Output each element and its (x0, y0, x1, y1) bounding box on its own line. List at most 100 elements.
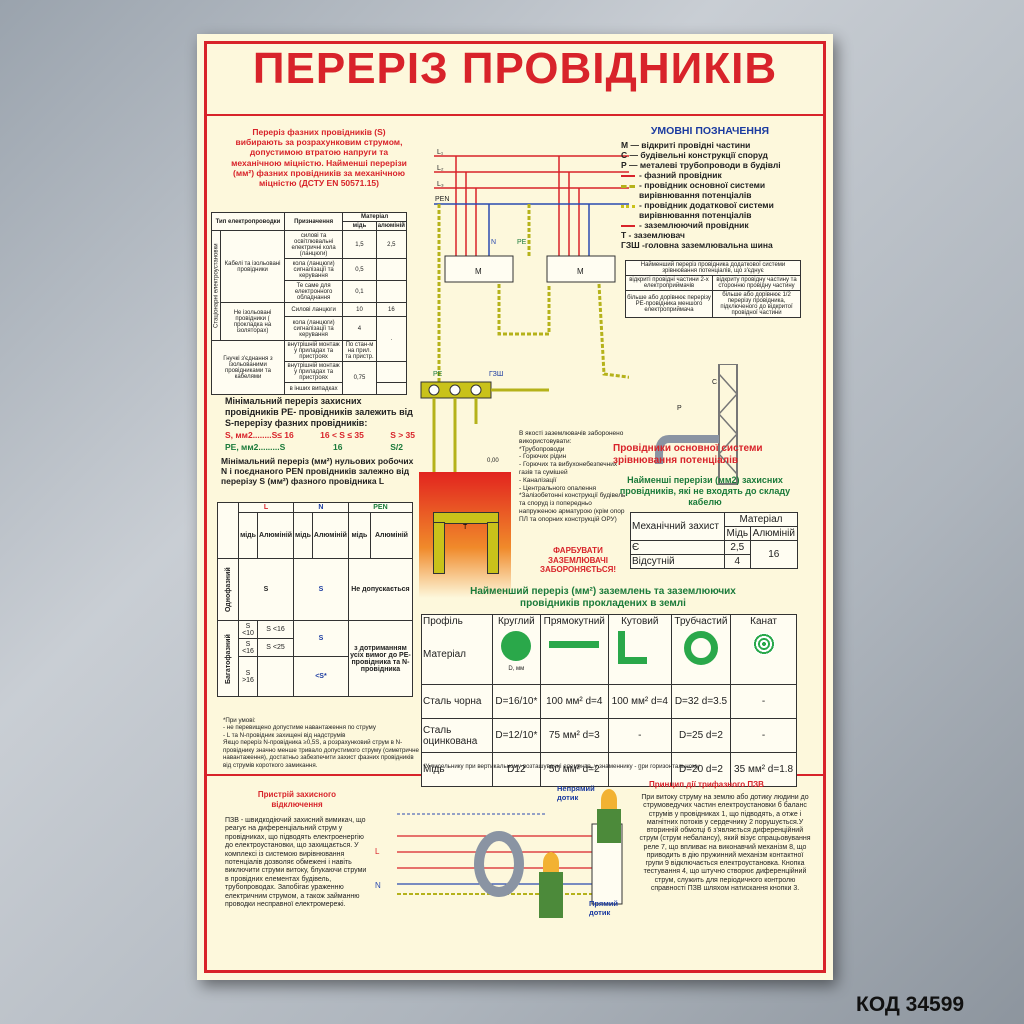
lbl-m1: M (475, 267, 482, 276)
t1-r5c: 4 (342, 316, 377, 341)
lbl-l2: L₂ (437, 165, 444, 172)
t4-r2-c2: 75 мм² d=3 (539, 718, 609, 753)
t4-r2-c1: D=12/10* (492, 718, 541, 753)
t1-r3b: Те саме для електронного обладнання (283, 280, 344, 303)
paint-warning: ФАРБУВАТИ ЗАЗЕМЛЮВАЧІ ЗАБОРОНЯЄТЬСЯ! (539, 546, 617, 575)
t2-r2: S <16 (237, 638, 259, 657)
lbl-gzsh: ГЗШ (489, 371, 503, 378)
t4-r1-c4: D=32 d=3.5 (670, 684, 732, 719)
direct-touch: Прямий дотик (589, 899, 619, 917)
legend-item-main-label: - провідник основної системи вирівнюванн… (639, 180, 766, 201)
add-title: Найменший переріз провідника додаткової … (625, 260, 801, 276)
t3-r1v: 2,5 (723, 540, 751, 555)
lbl-l1: L₁ (437, 149, 444, 156)
n-text: Мінімальний переріз (мм²) нульових робоч… (221, 456, 414, 487)
pe-r1-a: S, мм2........S≤ 16 (225, 430, 294, 440)
t3-r1: Є (630, 540, 725, 555)
t4-profile: Профіль (423, 616, 463, 627)
t4-h-rect: Прямокутний (543, 616, 605, 627)
phase-section-table: Тип електропроводки Призначення Матеріал… (211, 212, 408, 395)
t2-cu-2: мідь (293, 512, 313, 559)
t4-r1-c1: D=16/10* (492, 684, 541, 719)
t4-r2-m: Сталь оцинкована (421, 718, 493, 753)
add-c1: відкриті провідні частини 2-х електропри… (624, 275, 714, 291)
legend-item-add: - провідник додаткової системи вирівнюва… (621, 200, 811, 220)
t2-one-nd: Не допускається (347, 558, 414, 621)
add-potential-table: Найменший переріз провідника додаткової … (624, 260, 801, 318)
legend-item-add-label: - провідник додаткової системи вирівнюва… (639, 200, 774, 221)
title-divider (207, 114, 823, 116)
t4-h-rope: Канат (750, 616, 777, 627)
t4-r3-c4: D=20 d=2 (670, 752, 732, 787)
t4-d-mm: D, мм (508, 666, 525, 672)
t4-h-tube: Трубчастий (674, 616, 728, 627)
t4-col-tube: Трубчастий (670, 614, 732, 685)
lbl-n: N (491, 239, 496, 246)
t4-r3-c3: - (607, 752, 672, 787)
lbl-pe: PE (517, 239, 527, 246)
indirect-touch: Непрямий дотик (557, 784, 595, 802)
legend-item-gzsh: ГЗШ -головна заземлювальна шина (621, 240, 773, 251)
legend-item-c: С — будівельні конструкції споруд (621, 150, 768, 161)
t4-r1-c5: - (730, 684, 797, 719)
t1-r1c: 1,5 (342, 230, 377, 259)
t3-r2: Відсутній (630, 554, 725, 569)
t1-side: Стаціонарні електроустановки (211, 230, 221, 341)
legend-item-phase-label: - фазний провідник (639, 170, 722, 181)
t1-r4d: 16 (375, 302, 408, 317)
ground-note: В якості заземлювачів заборонено викорис… (519, 430, 626, 523)
t2-s2: <S* (293, 656, 349, 697)
t4-h-round: Круглий (497, 616, 535, 627)
t1-r2c: 0,5 (342, 258, 377, 281)
page-title: ПЕРЕРІЗ ПРОВІДНИКІВ (252, 44, 778, 93)
product-code: КОД 34599 (856, 993, 965, 1016)
wiring-diagram: L₁ L₂ L₃ PEN N PE M M (434, 149, 629, 389)
footnote: *При умові: - не перевищено допустиме на… (223, 717, 419, 769)
t1-r2b: кола (ланцюги) сигналізації та керування (283, 258, 344, 281)
t1-h5: алюміній (375, 221, 408, 231)
t1-r4a: Не ізольовані провідники ( прокладка на … (220, 302, 285, 341)
t1-h1: Тип електропроводки (211, 212, 285, 231)
main-system-sub: Найменші перерізи (мм2) захисних провідн… (619, 475, 791, 507)
t3-alv: 16 (749, 540, 799, 569)
t2-N: N (293, 502, 349, 513)
legend-item-main: - провідник основної системи вирівнюванн… (621, 180, 811, 200)
t1-r1b: силові та освітлювальні електричні кола … (283, 230, 344, 259)
t2-al-3: Алюміній (369, 512, 414, 559)
t1-r1a: Кабелі та ізольовані провідники (220, 230, 285, 303)
pe-r1-b: 16 < S ≤ 35 (320, 430, 364, 440)
worker-2-icon (543, 852, 559, 874)
principle-title: Принцип дії трифазного ПЗВ (649, 780, 764, 789)
t4-col-rope: Канат (730, 614, 797, 685)
t1-h3: Матеріал (342, 212, 407, 222)
legend-item-t: Т - заземлювач (621, 230, 685, 241)
t4-col-angle: Кутовий (607, 614, 672, 685)
lbl-pen: PEN (435, 196, 449, 203)
main-system-title: Провідники основної системи зрівнювання … (613, 443, 763, 466)
t4-r1-c3: 100 мм² d=4 (607, 684, 672, 719)
lbl-m2: M (577, 267, 584, 276)
poster: ПЕРЕРІЗ ПРОВІДНИКІВ Переріз фазних прові… (197, 34, 833, 980)
pe-text: Мінімальний переріз захисних провідників… (225, 396, 413, 428)
rcd-diagram: L N (375, 813, 623, 905)
add-c4: більше або дорівнює 1/2 перерізу провідн… (712, 290, 801, 318)
t3-al: Алюміній (749, 526, 799, 541)
t4-col-round: Круглий D, мм (492, 614, 541, 685)
principle-text: При витоку струму на землю або дотику лю… (639, 794, 811, 892)
earthing-diagram: PE ГЗШ С Р (420, 364, 738, 485)
legend-item-p: Р — металеві трубопроводи в будівлі (621, 160, 781, 171)
worker-1-body (597, 809, 621, 843)
t2-al-1: Алюміній (257, 512, 295, 559)
t3-h2: Матеріал (723, 512, 799, 527)
t1-r3c: 0,1 (342, 280, 377, 303)
ground-table-title: Найменший переріз (мм²) заземлень та заз… (470, 586, 736, 609)
t2-cond: з дотриманням усіх вимог до PE- провідни… (347, 620, 414, 697)
legend-title: УМОВНІ ПОЗНАЧЕННЯ (650, 125, 770, 137)
t2-al-2: Алюміній (311, 512, 349, 559)
t3-r2v: 4 (723, 554, 751, 569)
t1-r7b: внутрішній монтаж у приладах та пристроя… (283, 361, 344, 383)
